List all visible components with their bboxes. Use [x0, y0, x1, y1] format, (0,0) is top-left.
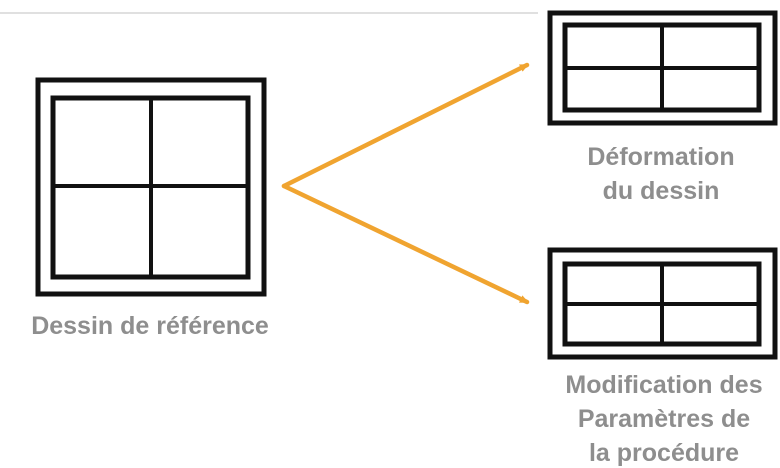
arrows	[281, 62, 530, 305]
modification-caption: Modification des Paramètres de la procéd…	[548, 368, 780, 468]
reference-window-drawing	[35, 77, 267, 297]
modification-caption-line: Paramètres de	[577, 405, 751, 433]
modification-window-drawing	[547, 247, 778, 360]
modification-caption-line: Modification des	[565, 371, 763, 399]
deformation-caption-line: Déformation	[587, 143, 735, 171]
deformation-caption: Déformation du dessin	[553, 140, 769, 208]
deformation-outer-frame	[547, 10, 778, 126]
reference-caption-text: Dessin de référence	[31, 312, 269, 340]
modification-caption-line: la procédure	[588, 439, 740, 467]
deformation-window-drawing	[547, 10, 778, 126]
modification-outer-frame	[547, 247, 778, 360]
arrow-to-modification	[281, 183, 530, 305]
reference-outer-frame	[35, 77, 267, 297]
deformation-caption-line: du dessin	[602, 177, 720, 205]
arrow-to-deformation	[281, 62, 530, 189]
reference-caption: Dessin de référence	[0, 309, 300, 343]
